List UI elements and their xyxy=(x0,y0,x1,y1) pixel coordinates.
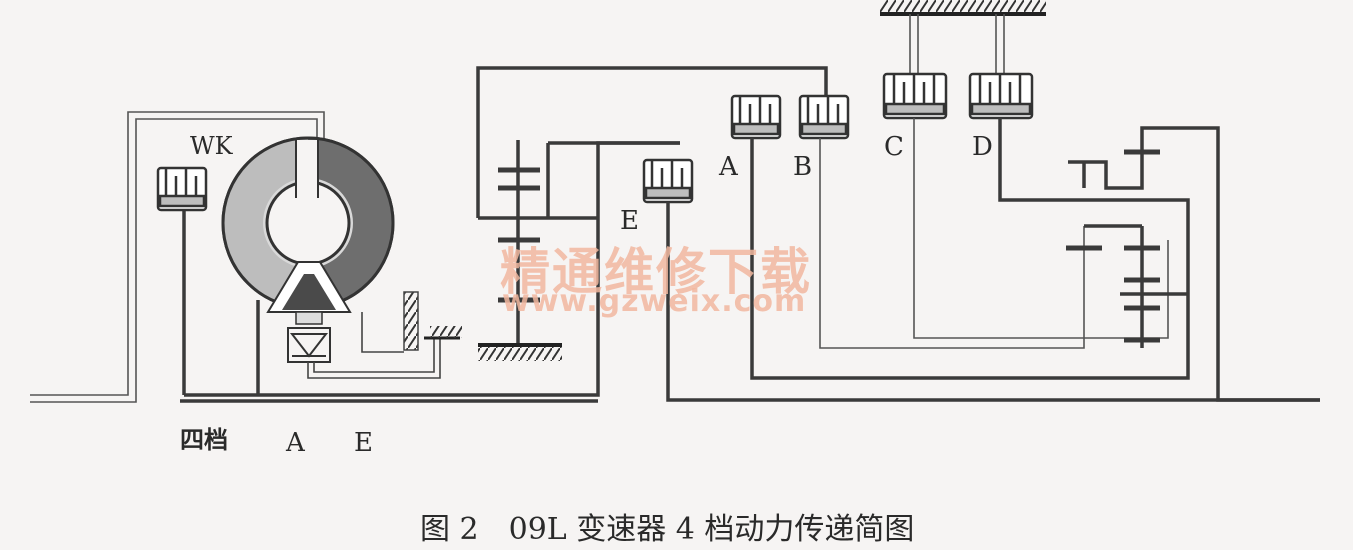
label-brake-d: D xyxy=(972,132,993,162)
input-shaft xyxy=(30,111,325,403)
stator-support xyxy=(307,291,460,379)
clutch-b xyxy=(798,94,1085,349)
label-clutch-a: A xyxy=(719,152,738,182)
ground-hatch xyxy=(430,326,462,338)
torque-converter xyxy=(221,136,395,363)
brake-c xyxy=(882,14,1169,339)
clutch-wk xyxy=(156,166,208,212)
ground-base-1 xyxy=(478,343,562,361)
label-clutch-e: E xyxy=(620,206,639,236)
label-bottom-e: E xyxy=(354,428,373,458)
planetary-set-1 xyxy=(476,66,828,345)
figure-caption: 图 2 09L 变速器 4 档动力传递简图 xyxy=(420,512,915,547)
clutch-a xyxy=(730,94,1190,380)
ground-top xyxy=(880,0,1046,16)
label-brake-c: C xyxy=(884,132,904,162)
label-bottom-a: A xyxy=(286,428,305,458)
clutch-e xyxy=(642,158,1320,402)
label-gear: 四档 xyxy=(180,426,228,454)
brake-d xyxy=(968,14,1190,292)
watermark-url: www.gzweix.com xyxy=(502,284,807,319)
label-wk: WK xyxy=(190,132,233,160)
label-clutch-b: B xyxy=(793,152,813,182)
watermark-text: 精通维修下载 xyxy=(500,243,812,301)
planetary-set-2 xyxy=(1066,126,1320,402)
